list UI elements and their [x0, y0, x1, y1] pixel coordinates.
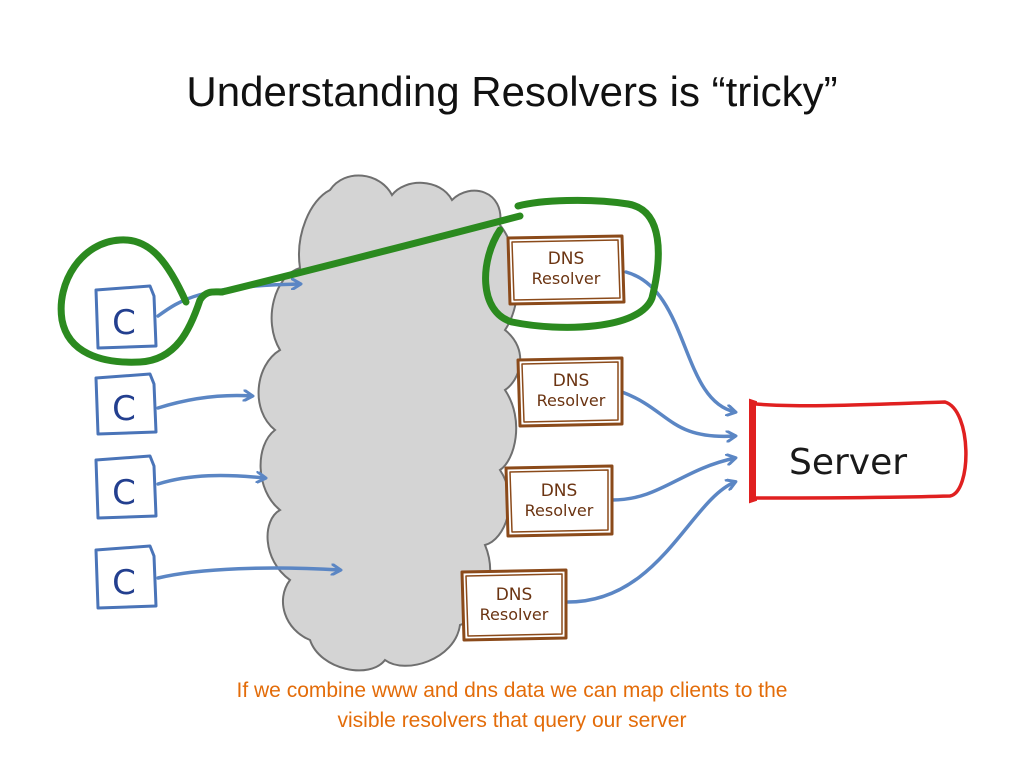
slide-caption: If we combine www and dns data we can ma…	[112, 676, 912, 736]
slide-title: Understanding Resolvers is “tricky”	[186, 68, 838, 115]
client-label: C	[112, 563, 136, 603]
resolver-label-line2: Resolver	[532, 269, 601, 288]
resolver-label-line1: DNS	[548, 249, 585, 269]
client-arrow-2	[156, 396, 252, 410]
client-arrow-3	[156, 476, 265, 486]
client-label: C	[112, 473, 136, 513]
caption-line-2: visible resolvers that query our server	[337, 709, 687, 732]
resolver-label-line2: Resolver	[537, 391, 606, 410]
highlight-loop-client	[57, 236, 226, 366]
client-label: C	[112, 303, 136, 343]
client-arrow-4	[156, 568, 340, 580]
resolver-arrow-2	[620, 390, 735, 436]
internet-cloud	[257, 174, 522, 672]
client-box-1: C	[94, 284, 158, 350]
dns-resolver-box-2: DNS Resolver	[516, 356, 624, 428]
highlight-line	[218, 212, 524, 296]
client-label: C	[112, 389, 136, 429]
client-box-4: C	[94, 544, 158, 610]
dns-resolver-box-3: DNS Resolver	[504, 464, 614, 538]
highlight-loop-resolver	[482, 196, 662, 331]
resolver-arrow-1	[624, 270, 735, 412]
resolver-arrow-3	[610, 458, 735, 502]
dns-resolver-box-1: DNS Resolver	[506, 234, 626, 306]
resolver-label-line2: Resolver	[480, 605, 549, 624]
resolver-label-line2: Resolver	[525, 501, 594, 520]
resolver-arrow-4	[566, 482, 735, 604]
server-box: Server	[749, 398, 968, 504]
resolver-label-line1: DNS	[553, 371, 590, 391]
dns-resolver-box-4: DNS Resolver	[460, 568, 568, 642]
resolver-label-line1: DNS	[541, 481, 578, 501]
server-label: Server	[789, 442, 907, 483]
client-box-3: C	[94, 454, 158, 520]
caption-line-1: If we combine www and dns data we can ma…	[236, 679, 788, 702]
resolver-label-line1: DNS	[496, 585, 533, 605]
client-box-2: C	[94, 372, 158, 436]
